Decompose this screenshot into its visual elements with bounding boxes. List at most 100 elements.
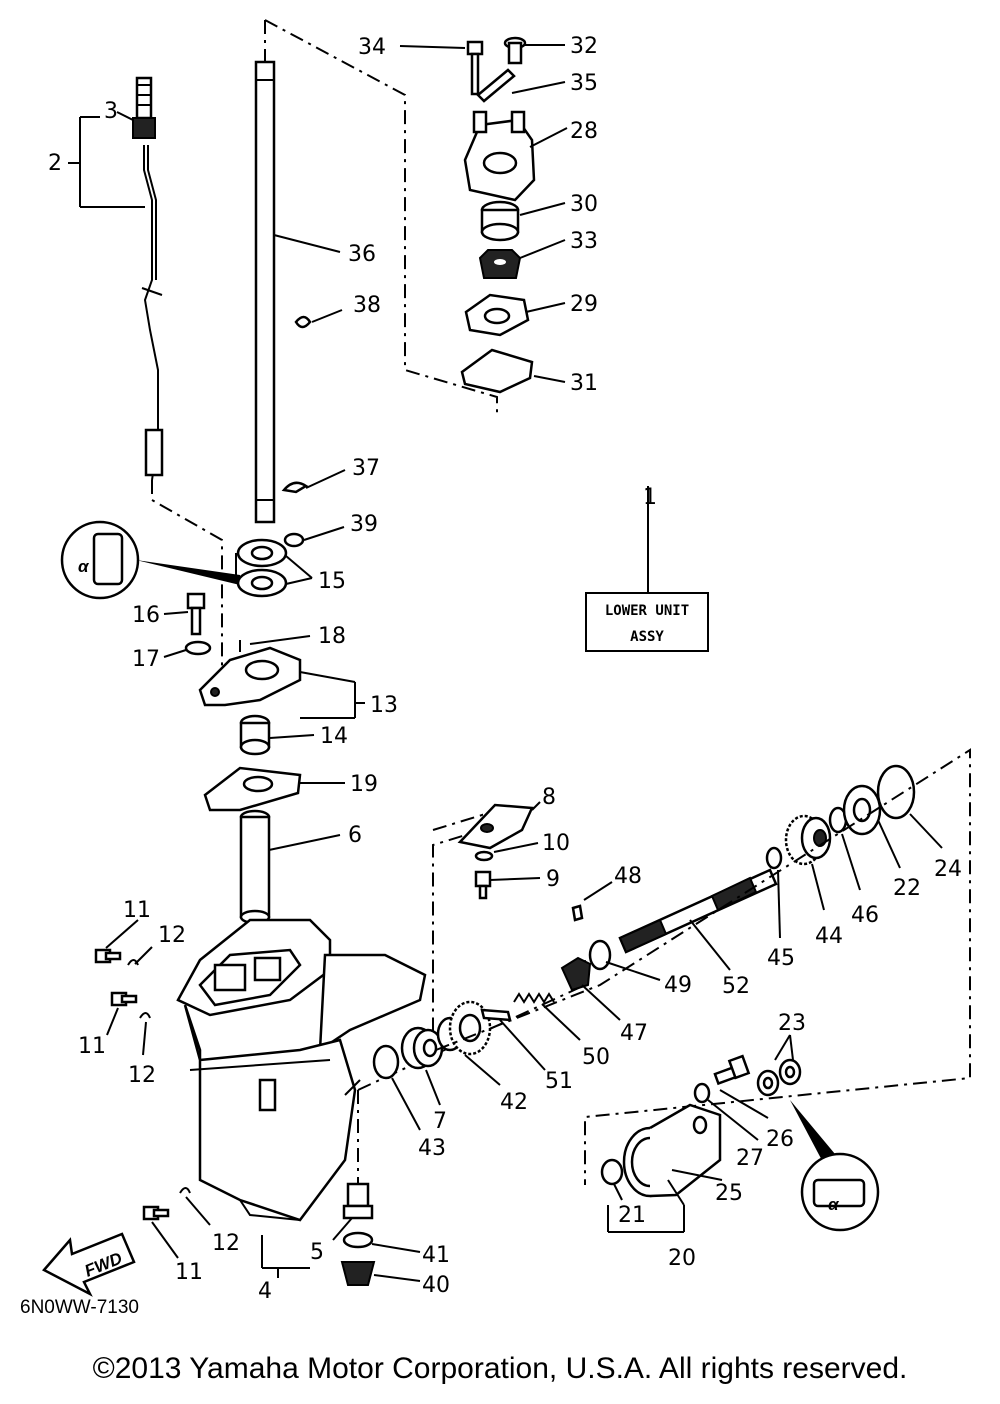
callout-51: 51 (545, 1069, 573, 1094)
water-pump-housing (463, 110, 536, 202)
bolt-16 (186, 592, 206, 636)
diagram-code: 6N0WW-7130 (20, 1297, 139, 1318)
bearing-7 (400, 1026, 444, 1070)
bolt-26 (713, 1054, 751, 1086)
assy-box-line2: ASSY (630, 629, 664, 645)
bolt-11-top (94, 948, 122, 964)
callout-37: 37 (352, 456, 380, 481)
callout-28: 28 (570, 119, 598, 144)
assembly-line-pump (264, 19, 498, 415)
drain-screw-5 (342, 1182, 374, 1220)
callout-36: 36 (348, 242, 376, 267)
callout-31: 31 (570, 371, 598, 396)
bolt-9 (474, 870, 492, 900)
grease-symbol-icon-right: α (790, 1100, 880, 1232)
oil-seals-15 (235, 538, 288, 598)
ball-bearing-22 (842, 784, 882, 836)
reverse-gear-44 (784, 814, 832, 866)
callout-30: 30 (570, 192, 598, 217)
callout-9: 9 (546, 867, 560, 892)
callout-11-mid: 11 (78, 1034, 106, 1059)
o-ring-24 (876, 764, 916, 820)
clip-37 (281, 481, 309, 494)
bushings-23 (756, 1058, 802, 1097)
clip-12-bottom (179, 1187, 191, 1194)
drive-shaft (254, 20, 276, 524)
gasket-10 (474, 850, 494, 862)
copyright-notice: ©2013 Yamaha Motor Corporation, U.S.A. A… (92, 1352, 908, 1385)
callout-14: 14 (320, 724, 348, 749)
callout-13: 13 (370, 693, 398, 718)
callout-45: 45 (767, 946, 795, 971)
spring-50 (513, 992, 555, 1004)
callout-15: 15 (318, 569, 346, 594)
grease-symbol-icon: α (60, 520, 240, 600)
callout-12-mid: 12 (128, 1063, 156, 1088)
callout-17: 17 (132, 647, 160, 672)
impeller-33 (478, 249, 522, 279)
callout-19: 19 (350, 772, 378, 797)
callout-12-bottom: 12 (212, 1231, 240, 1256)
callout-46: 46 (851, 903, 879, 928)
bushing-14 (239, 714, 271, 756)
bolt-11-mid (110, 991, 138, 1007)
leader-36 (273, 234, 341, 253)
gasket-41 (342, 1231, 374, 1249)
callout-5: 5 (310, 1240, 324, 1265)
assembly-line-shift (151, 480, 223, 700)
bolt-32 (503, 36, 527, 65)
bearing-housing-25 (622, 1103, 722, 1198)
callout-49: 49 (664, 973, 692, 998)
callout-16: 16 (132, 603, 160, 628)
callout-4: 4 (258, 1279, 272, 1304)
clip-39 (283, 532, 305, 548)
washer-45 (765, 846, 783, 870)
gear-case-body (176, 918, 427, 1222)
propeller-shaft-52 (618, 868, 778, 954)
callout-11-top: 11 (123, 898, 151, 923)
pin-51 (480, 1008, 512, 1022)
callout-34: 34 (358, 35, 386, 60)
svg-text:α: α (828, 1195, 840, 1214)
callout-21: 21 (618, 1203, 646, 1228)
callout-40: 40 (422, 1273, 450, 1298)
callout-1: 1 (643, 485, 657, 510)
callout-41: 41 (422, 1243, 450, 1268)
callout-48: 48 (614, 864, 642, 889)
callout-6: 6 (348, 823, 362, 848)
shift-rod-assembly (132, 76, 164, 481)
callout-35: 35 (570, 71, 598, 96)
callout-7: 7 (433, 1109, 447, 1134)
bolt-34 (466, 40, 484, 96)
callout-32: 32 (570, 34, 598, 59)
insert-cartridge-30 (480, 200, 520, 242)
clip-12-mid (139, 1012, 151, 1019)
lower-unit-assy-box (585, 592, 709, 652)
callout-29: 29 (570, 292, 598, 317)
callout-44: 44 (815, 924, 843, 949)
callout-47: 47 (620, 1021, 648, 1046)
callout-22: 22 (893, 876, 921, 901)
assy-box-line1: LOWER UNIT (605, 603, 689, 619)
plug-40 (340, 1261, 376, 1286)
callout-24: 24 (934, 857, 962, 882)
shift-rod-callout (68, 111, 145, 208)
callout-18: 18 (318, 624, 346, 649)
assembly-line-propshaft (435, 748, 971, 1185)
washer-27 (693, 1082, 711, 1104)
pin-48 (571, 904, 584, 922)
callout-23: 23 (778, 1011, 806, 1036)
callout-3: 3 (104, 99, 118, 124)
callout-26: 26 (766, 1127, 794, 1152)
bushing-21 (600, 1158, 624, 1186)
callout-25: 25 (715, 1181, 743, 1206)
callout-33: 33 (570, 229, 598, 254)
washer-17 (184, 640, 212, 656)
oil-seal-housing-13 (198, 646, 302, 707)
callout-43: 43 (418, 1136, 446, 1161)
svg-text:α: α (78, 557, 90, 576)
bolt-11-bottom (142, 1205, 170, 1221)
thrust-washer-49 (588, 939, 612, 971)
oil-seal-43 (372, 1044, 400, 1080)
